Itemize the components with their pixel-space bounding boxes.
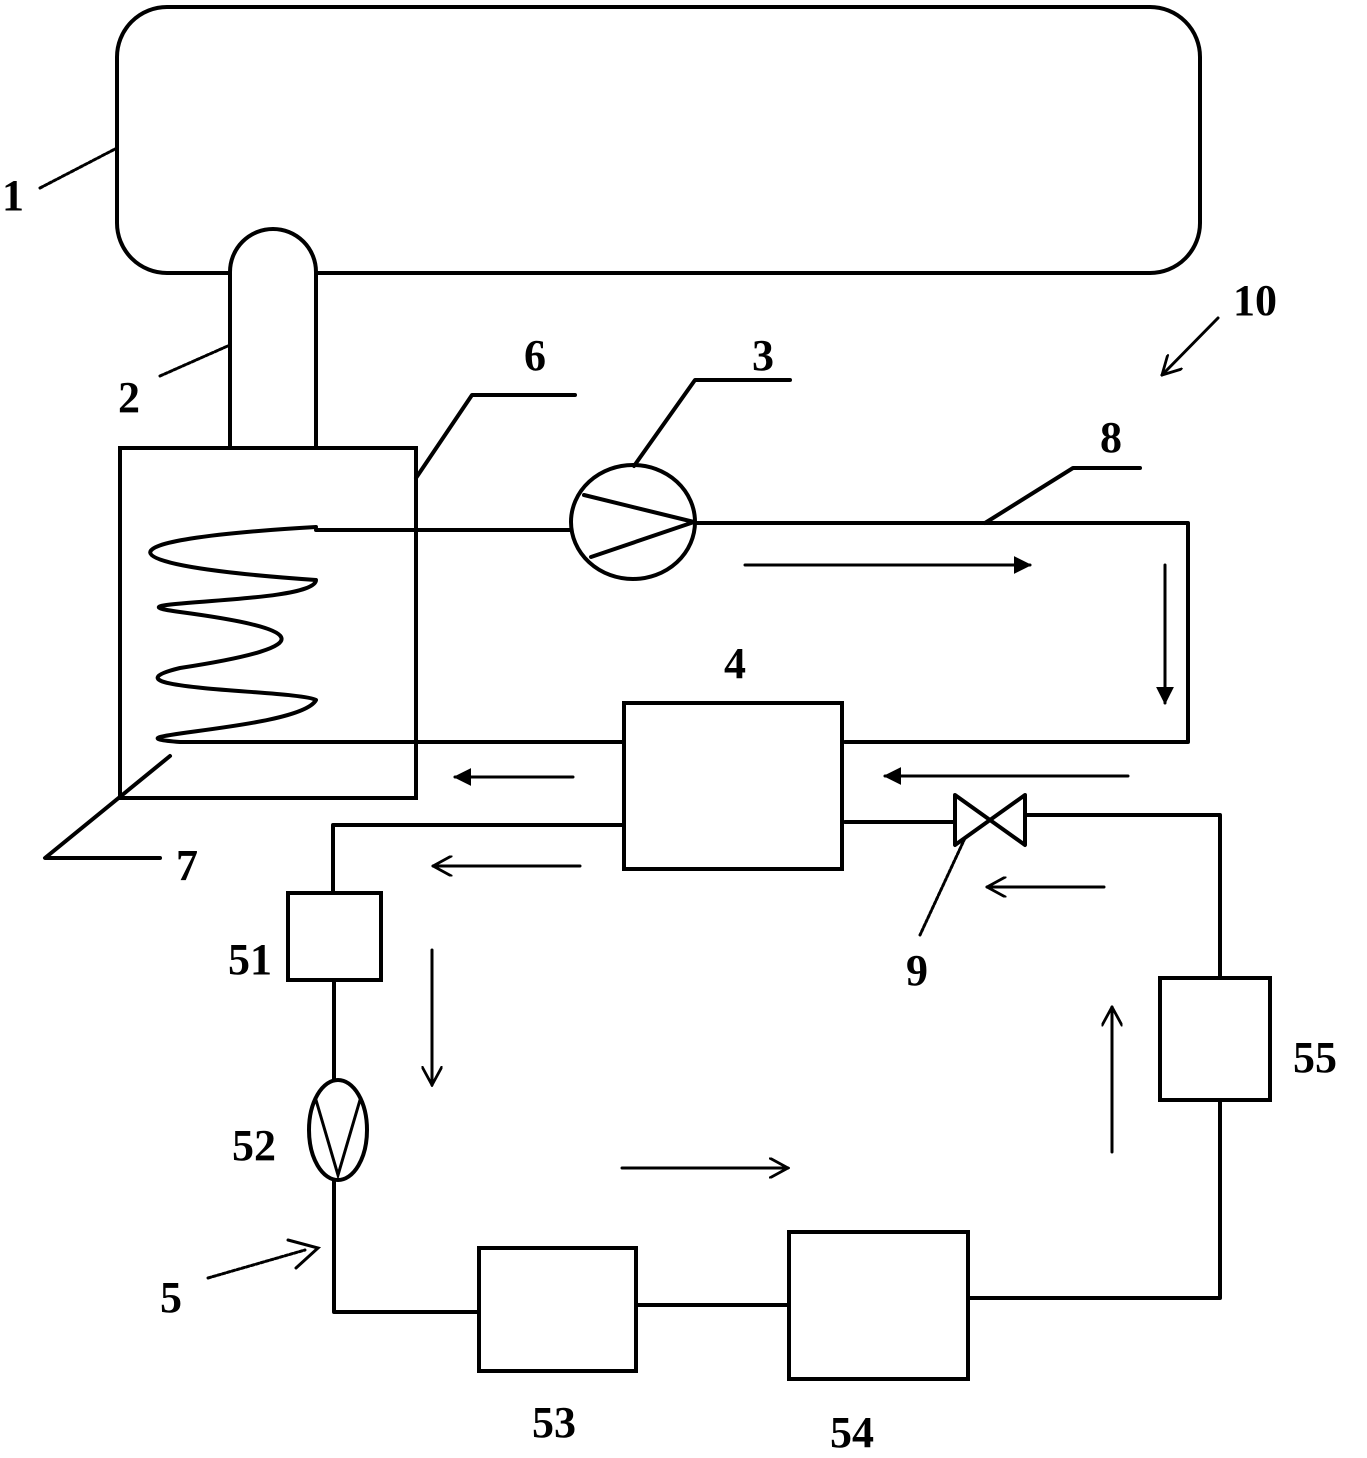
system-arrow-10 xyxy=(1162,316,1220,375)
label-2: 2 xyxy=(118,373,140,422)
leader-8 xyxy=(983,466,1142,525)
unit-54 xyxy=(787,1230,970,1381)
leader-9 xyxy=(918,836,967,937)
unit-53 xyxy=(477,1246,638,1373)
label-54: 54 xyxy=(830,1408,874,1457)
neck-2 xyxy=(228,227,318,450)
label-53: 53 xyxy=(532,1398,576,1447)
label-3: 3 xyxy=(752,331,774,380)
label-6: 6 xyxy=(524,331,546,380)
label-52: 52 xyxy=(232,1121,276,1170)
loop-pipe-54-55 xyxy=(966,1098,1222,1300)
label-8: 8 xyxy=(1100,413,1122,462)
pump-3 xyxy=(569,463,697,581)
tank-1 xyxy=(115,5,1202,275)
leader-1 xyxy=(38,146,119,190)
loop-pipe-55-valve xyxy=(1023,813,1222,980)
vessel-6 xyxy=(118,446,418,800)
loop-5-pipe-left xyxy=(331,823,626,895)
coil-7 xyxy=(148,525,624,744)
leader-5-head xyxy=(286,1238,322,1270)
leader-3 xyxy=(632,378,792,468)
unit-55 xyxy=(1158,976,1272,1102)
label-55: 55 xyxy=(1293,1033,1337,1082)
label-4: 4 xyxy=(724,639,746,688)
leader-6 xyxy=(414,393,577,480)
label-7: 7 xyxy=(176,841,198,890)
valve-9 xyxy=(953,793,1027,847)
leader-7 xyxy=(43,754,172,860)
label-5: 5 xyxy=(160,1273,182,1322)
exchanger-4 xyxy=(622,701,844,871)
unit-52 xyxy=(307,1078,369,1182)
label-10: 10 xyxy=(1233,276,1277,325)
loop-pipe-52-53 xyxy=(332,1176,481,1314)
leader-5 xyxy=(206,1248,307,1280)
label-51: 51 xyxy=(228,935,272,984)
unit-51 xyxy=(286,891,383,982)
pipe-8 xyxy=(693,521,1190,744)
label-1: 1 xyxy=(2,171,24,220)
leader-2 xyxy=(158,343,232,378)
label-9: 9 xyxy=(906,946,928,995)
